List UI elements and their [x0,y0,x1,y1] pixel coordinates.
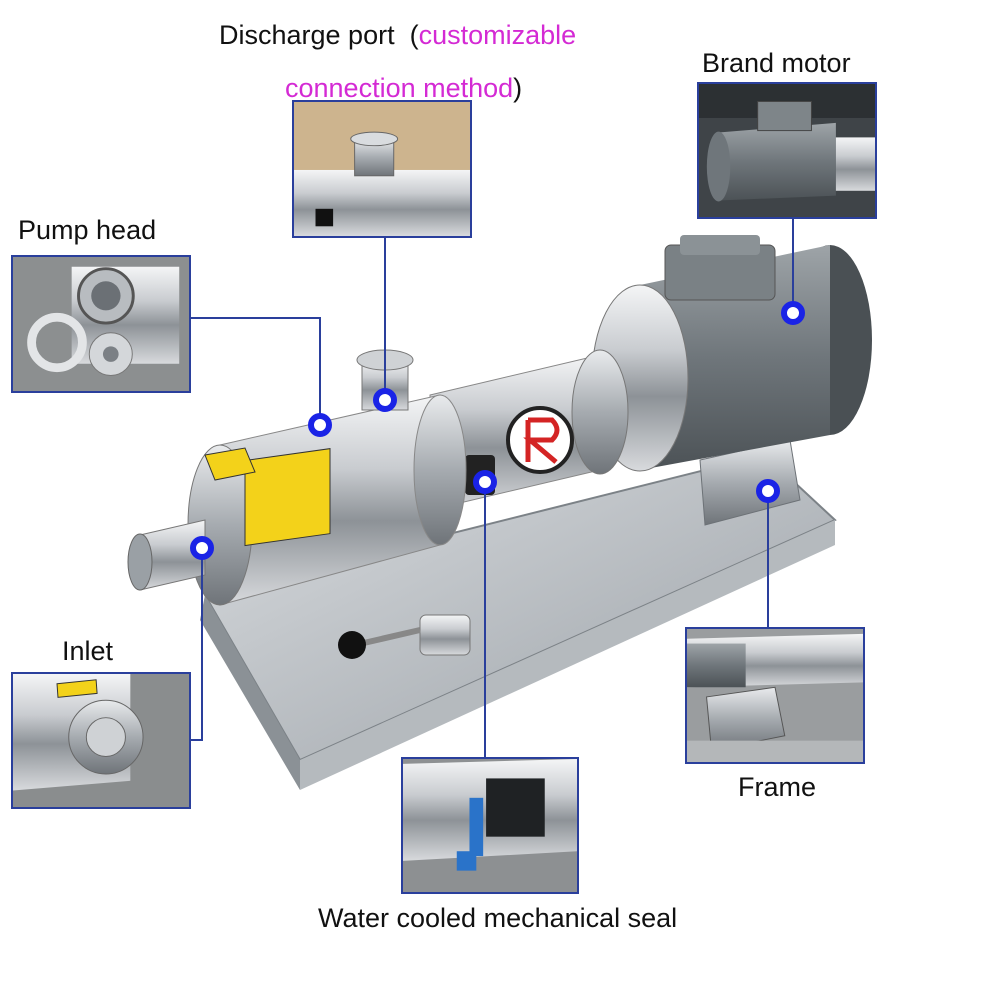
brand-logo-mark [506,406,574,474]
discharge-note-open: ( [409,20,419,50]
frame-marker[interactable] [756,479,780,503]
frame-photo [685,627,865,764]
water-cooled-seal-label: Water cooled mechanical seal [318,903,678,933]
inlet-marker[interactable] [190,536,214,560]
motor-body [591,235,872,472]
discharge-note-part1: customizable [418,20,577,50]
discharge-port-photo [292,100,472,238]
inlet-photo [11,672,191,809]
frame-label: Frame [738,772,817,802]
pump-head-photo [11,255,191,393]
pump-head-marker[interactable] [308,413,332,437]
brand-motor-label: Brand motor [702,48,851,78]
discharge-note-part2: connection method [285,73,514,103]
inlet-label: Inlet [62,636,114,666]
discharge-port-marker[interactable] [373,388,397,412]
brand-motor-photo [697,82,877,219]
connector-lines [190,218,794,757]
discharge-note-close: ) [513,73,523,103]
drain-valve [338,614,471,659]
discharge-port-label: Discharge port (customizable [219,20,576,51]
discharge-note-line2: connection method) [285,73,522,104]
discharge-port-title: Discharge port [219,20,395,50]
inlet-pipe [127,519,206,591]
water-cooled-seal-photo [401,757,579,894]
pump-head-label: Pump head [18,215,157,245]
seal-marker[interactable] [473,470,497,494]
base-plate [200,453,837,790]
brand-motor-marker[interactable] [781,301,805,325]
